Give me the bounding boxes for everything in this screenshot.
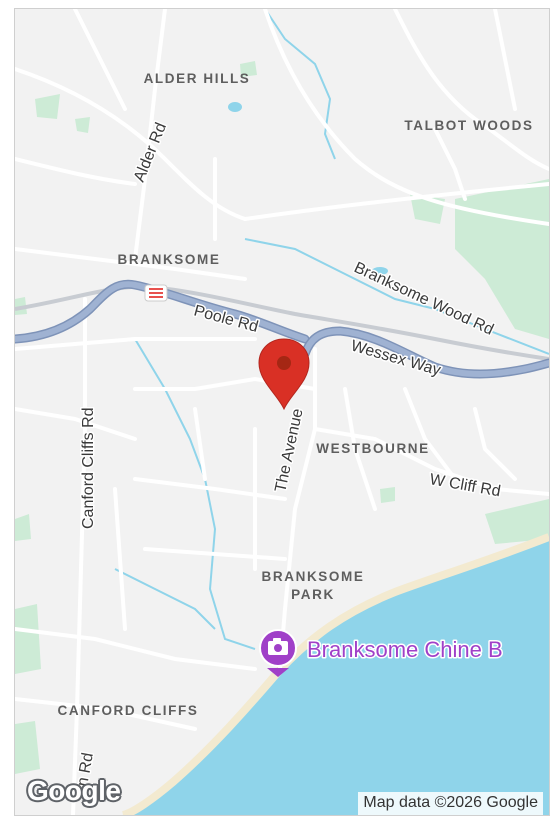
area-label-canford-cliffs: CANFORD CLIFFS bbox=[58, 703, 199, 718]
ponds bbox=[228, 102, 388, 275]
area-label-westbourne: WESTBOURNE bbox=[316, 441, 430, 456]
map-canvas[interactable]: ALDER HILLS TALBOT WOODS BRANKSOME WESTB… bbox=[15, 9, 549, 815]
area-label-branksome-park-1: BRANKSOME bbox=[262, 569, 365, 584]
minor-roads bbox=[15, 9, 549, 815]
area-label-talbot-woods: TALBOT WOODS bbox=[404, 118, 533, 133]
area-label-branksome: BRANKSOME bbox=[118, 252, 221, 267]
poi-label[interactable]: Branksome Chine B bbox=[306, 636, 505, 664]
rail-station-icon bbox=[144, 284, 168, 302]
area-label-branksome-park-2: PARK bbox=[291, 587, 335, 602]
map-view[interactable]: ALDER HILLS TALBOT WOODS BRANKSOME WESTB… bbox=[14, 8, 550, 816]
major-roads bbox=[15, 279, 549, 379]
map-attribution[interactable]: Map data ©2026 Google bbox=[358, 792, 543, 815]
streams bbox=[114, 9, 549, 650]
google-logo: Google bbox=[27, 775, 121, 806]
area-label-alder-hills: ALDER HILLS bbox=[144, 71, 251, 86]
map-pin-icon[interactable] bbox=[258, 338, 310, 411]
road-label-canford-cliffs-rd: Canford Cliffs Rd bbox=[80, 407, 97, 529]
camera-icon[interactable] bbox=[259, 629, 297, 677]
sea bbox=[125, 539, 549, 815]
poi-branksome-chine[interactable]: Branksome Chine B bbox=[259, 629, 505, 677]
